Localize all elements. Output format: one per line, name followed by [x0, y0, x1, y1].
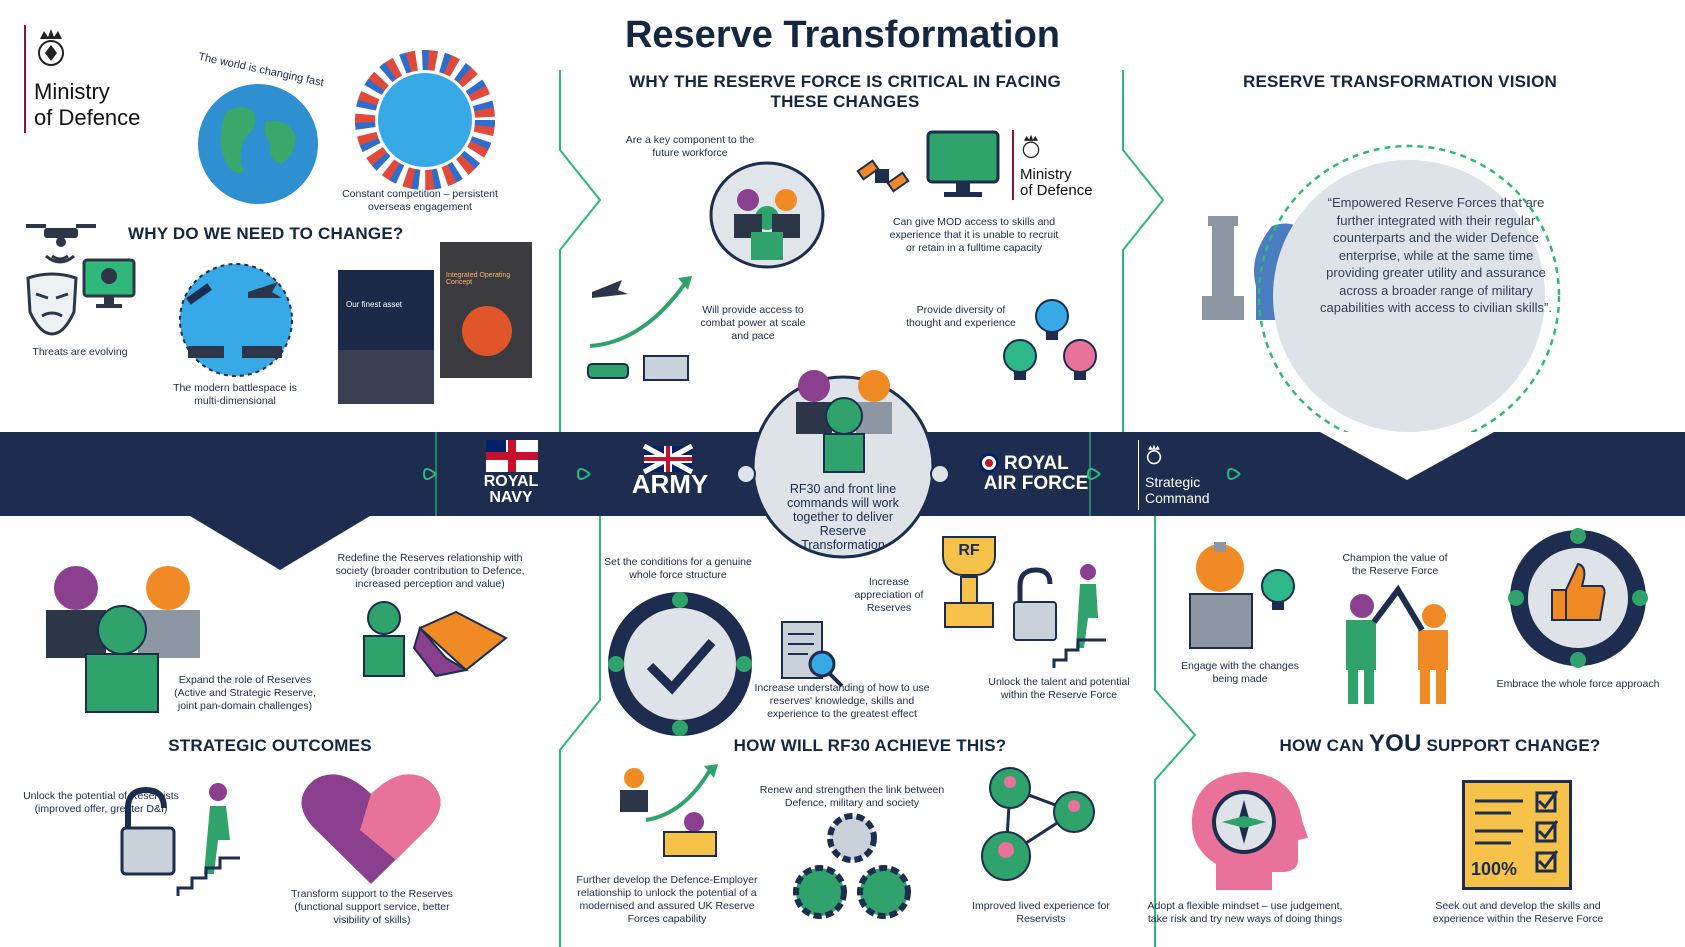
signal-icon	[45, 254, 75, 264]
checklist-percent: 100%	[1471, 859, 1518, 879]
strategic-command-logo: Strategic Command	[1138, 440, 1229, 510]
mindset-caption: Adopt a flexible mindset – use judgement…	[1147, 900, 1343, 925]
redefine-caption: Redefine the Reserves relationship with …	[335, 552, 525, 590]
gears-icon	[793, 813, 911, 919]
royal-navy-logo: ROYAL NAVY	[480, 440, 542, 510]
padlock-stairs-icon	[120, 783, 240, 896]
why-change-heading: WHY DO WE NEED TO CHANGE?	[128, 224, 404, 243]
sc-label-1: Strategic	[1145, 474, 1201, 490]
document-search-icon	[781, 621, 844, 688]
raf-logo: ROYAL AIR FORCE	[976, 452, 1096, 502]
employer-caption: Further develop the Defence-Employer rel…	[576, 874, 758, 925]
understanding-caption: Increase understanding of how to use res…	[754, 682, 930, 720]
talent-caption: Unlock the talent and potential within t…	[988, 676, 1130, 701]
expand-caption: Expand the role of Reserves (Active and …	[174, 674, 316, 712]
network-people-icon	[981, 767, 1095, 881]
why-critical-heading-line2: THESE CHANGES	[770, 92, 920, 111]
support-heading: HOW CAN YOU SUPPORT CHANGE?	[1200, 730, 1680, 758]
checklist-icon: 100%	[1462, 780, 1572, 890]
threats-caption: Threats are evolving	[32, 346, 128, 358]
crest-icon	[1022, 134, 1040, 159]
battlespace-caption: The modern battlespace is multi-dimensio…	[173, 382, 297, 407]
champion-caption: Champion the value of the Reserve Force	[1342, 552, 1448, 577]
document-integrated-operating-concept: Integrated Operating Concept	[440, 242, 532, 378]
competition-caption: Constant competition – persistent overse…	[342, 188, 498, 213]
crest-icon	[1146, 444, 1162, 465]
whole-force-caption: Set the conditions for a genuine whole f…	[604, 556, 752, 581]
link-caption: Renew and strengthen the link between De…	[759, 784, 945, 809]
document-our-finest-asset: Our finest asset	[338, 270, 434, 404]
union-flag-icon	[642, 443, 694, 475]
outcomes-heading: STRATEGIC OUTCOMES	[168, 736, 372, 755]
combat-power-icon	[587, 276, 692, 381]
how-rf30-heading: HOW WILL RF30 ACHIEVE THIS?	[733, 736, 1007, 755]
support-heading-you: YOU	[1368, 730, 1422, 757]
army-label: ARMY	[631, 469, 709, 499]
engage-reservist-icon	[1189, 542, 1295, 649]
why-critical-heading-line1: WHY THE RESERVE FORCE IS CRITICAL IN FAC…	[629, 72, 1061, 91]
center-personnel-icon	[796, 370, 892, 473]
skull-screen-icon	[82, 258, 136, 308]
trophy-label: RF	[958, 542, 980, 559]
mod-small-line1: Ministry	[1020, 166, 1072, 183]
skills-caption: Seek out and develop the skills and expe…	[1432, 900, 1604, 925]
combat-power-caption: Will provide access to combat power at s…	[700, 304, 806, 342]
center-caption: RF30 and front line commands will work t…	[787, 482, 899, 552]
mindset-head-icon	[1191, 772, 1308, 890]
workforce-puzzle-icon	[709, 161, 825, 269]
roundel-icon	[979, 453, 999, 473]
battlespace-globe-icon	[179, 263, 293, 377]
navy-label-1: ROYAL	[483, 473, 539, 490]
globe-icon	[198, 84, 318, 204]
reservists-group-icon	[46, 566, 200, 713]
mod-access-caption: Can give MOD access to skills and experi…	[889, 216, 1059, 254]
doc1-title: Our finest asset	[346, 300, 403, 309]
navy-label-2: NAVY	[489, 489, 533, 506]
page-title: Reserve Transformation	[624, 14, 1061, 56]
vision-heading: RESERVE TRANSFORMATION VISION	[1242, 72, 1558, 91]
mod-logo-line1: Ministry	[34, 79, 110, 104]
checkmark-puzzle-icon	[608, 592, 752, 736]
key-component-caption: Are a key component to the future workfo…	[625, 134, 755, 159]
support-heading-post: SUPPORT CHANGE?	[1426, 736, 1601, 755]
flags-ring-icon	[355, 50, 495, 190]
doc2-title: Integrated Operating Concept	[446, 272, 511, 286]
raf-label-1: ROYAL	[1004, 453, 1069, 474]
appreciation-caption: Increase appreciation of Reserves	[854, 576, 924, 614]
heart-handshake-icon	[301, 774, 441, 884]
diversity-caption: Provide diversity of thought and experie…	[906, 304, 1016, 329]
vision-quote: “Empowered Reserve Forces that are furth…	[1320, 195, 1552, 315]
trophy-icon: RF	[938, 536, 996, 628]
crest-icon	[38, 29, 64, 66]
unlock-stairs-icon	[1013, 564, 1106, 668]
lived-caption: Improved lived experience for Reservists	[972, 900, 1110, 925]
army-logo: ARMY	[630, 443, 710, 506]
employer-growth-icon	[620, 764, 718, 857]
mod-small-line2: of Defence	[1020, 182, 1093, 199]
lightbulbs-icon	[1003, 299, 1097, 380]
monitor-icon	[926, 130, 1000, 197]
mask-icon	[26, 272, 78, 336]
thumbs-up-puzzle-icon	[1508, 528, 1648, 668]
satellite-icon	[856, 159, 910, 193]
mod-logo: Ministry of Defence	[24, 25, 174, 135]
navy-flag-icon	[486, 440, 538, 472]
drone-icon	[26, 224, 96, 247]
sc-label-2: Command	[1145, 490, 1210, 506]
support-heading-pre: HOW CAN	[1279, 736, 1365, 755]
mod-logo-line2: of Defence	[34, 105, 141, 130]
embrace-caption: Embrace the whole force approach	[1496, 678, 1660, 690]
raf-label-2: AIR FORCE	[983, 473, 1089, 494]
high-five-icon	[1346, 584, 1448, 704]
handshake-reservist-icon	[363, 601, 508, 678]
transform-caption: Transform support to the Reserves (funct…	[291, 888, 453, 926]
engage-caption: Engage with the changes being made	[1181, 660, 1299, 685]
mod-logo-small: Ministry of Defence	[1012, 130, 1124, 200]
band-chevrons	[190, 432, 1494, 570]
